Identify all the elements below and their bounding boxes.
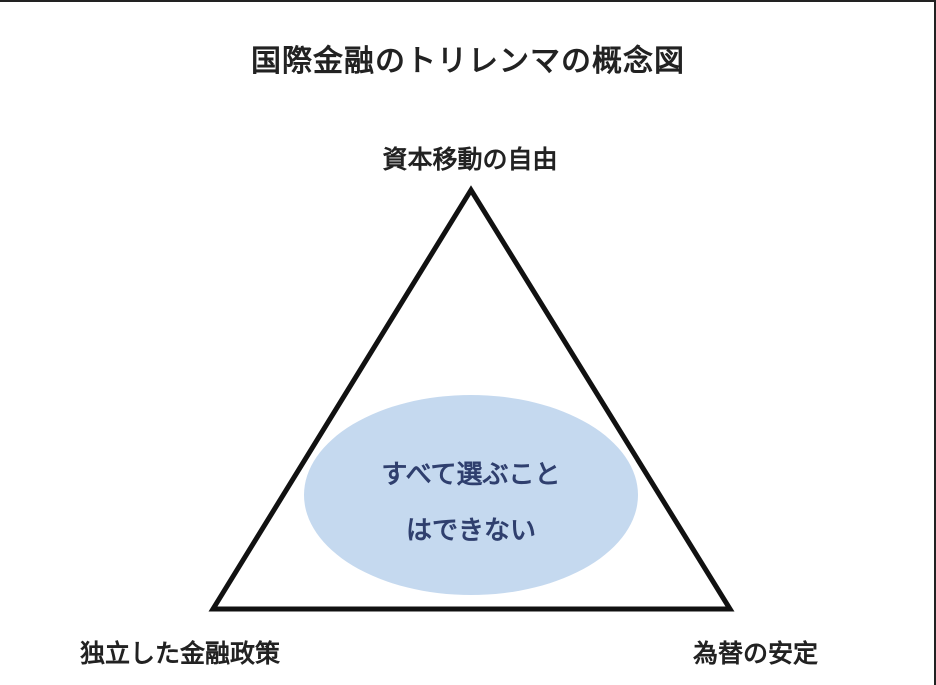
frame-top-border	[0, 0, 936, 2]
vertex-label-top: 資本移動の自由	[382, 145, 558, 174]
center-caption-line2: はできない	[405, 516, 536, 546]
trilemma-triangle	[208, 185, 735, 612]
center-ellipse	[304, 395, 638, 595]
frame-right-border	[934, 0, 936, 685]
diagram-title: 国際金融のトリレンマの概念図	[251, 44, 685, 79]
center-caption: すべて選ぶこと はできない	[306, 447, 636, 559]
vertex-label-bottom-right: 為替の安定	[693, 639, 819, 668]
vertex-label-bottom-left: 独立した金融政策	[80, 639, 281, 668]
center-caption-line1: すべて選ぶこと	[381, 460, 561, 490]
